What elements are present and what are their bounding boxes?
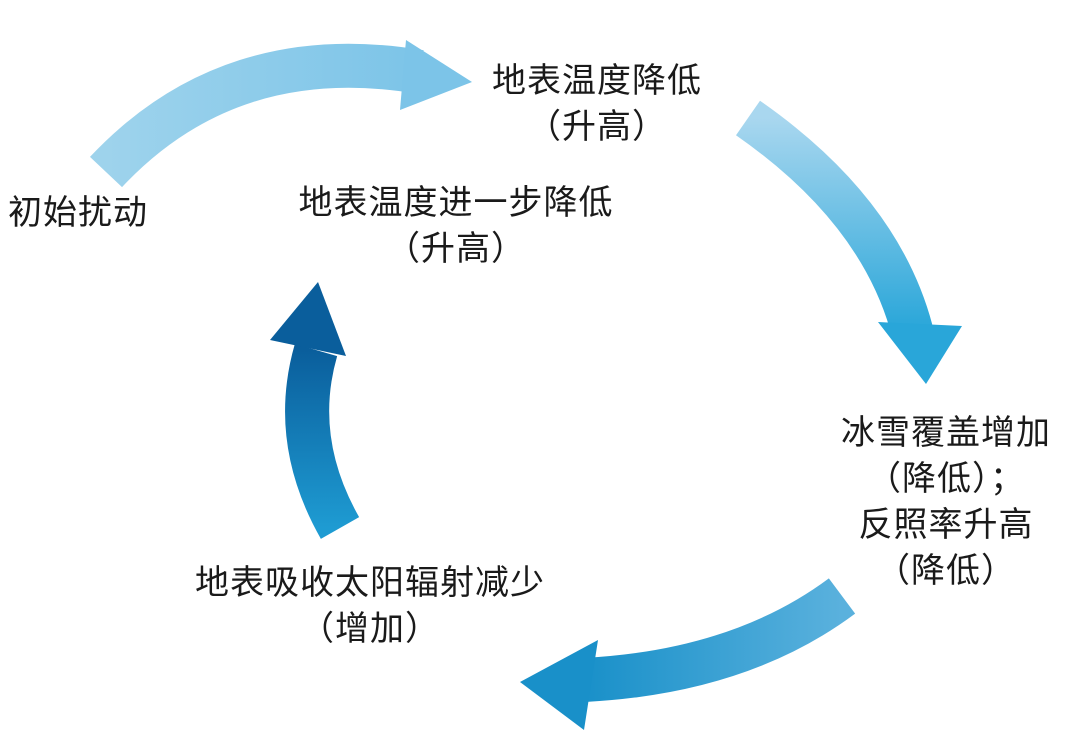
node-right-line4: （降低） — [876, 551, 1016, 591]
arrow-bottom-to-center — [270, 282, 360, 539]
arrow-top-to-right — [735, 100, 962, 384]
node-ice-snow-albedo: 冰雪覆盖增加 （降低）； 反照率升高 （降低） — [830, 410, 1062, 594]
node-surface-temp-further-decrease: 地表温度进一步降低 （升高） — [286, 180, 626, 272]
node-initial-line1: 初始扰动 — [8, 193, 148, 233]
node-right-line1: 冰雪覆盖增加 — [841, 413, 1051, 453]
node-center-line1: 地表温度进一步降低 — [298, 183, 614, 223]
node-initial-disturbance: 初始扰动 — [8, 190, 148, 236]
node-top-line2: （升高） — [527, 107, 667, 147]
node-bottom-line1: 地表吸收太阳辐射减少 — [195, 563, 545, 603]
node-top-line1: 地表温度降低 — [492, 61, 702, 101]
arrow-initial-to-top — [89, 40, 472, 188]
node-right-line2: （降低）； — [867, 459, 1025, 499]
node-center-line2: （升高） — [386, 229, 526, 269]
node-right-line3: 反照率升高 — [858, 505, 1034, 545]
node-bottom-line2: （增加） — [300, 609, 440, 649]
node-absorbed-radiation: 地表吸收太阳辐射减少 （增加） — [190, 560, 550, 652]
node-surface-temp-decrease: 地表温度降低 （升高） — [482, 58, 712, 150]
arrow-right-to-bottom — [520, 578, 856, 730]
